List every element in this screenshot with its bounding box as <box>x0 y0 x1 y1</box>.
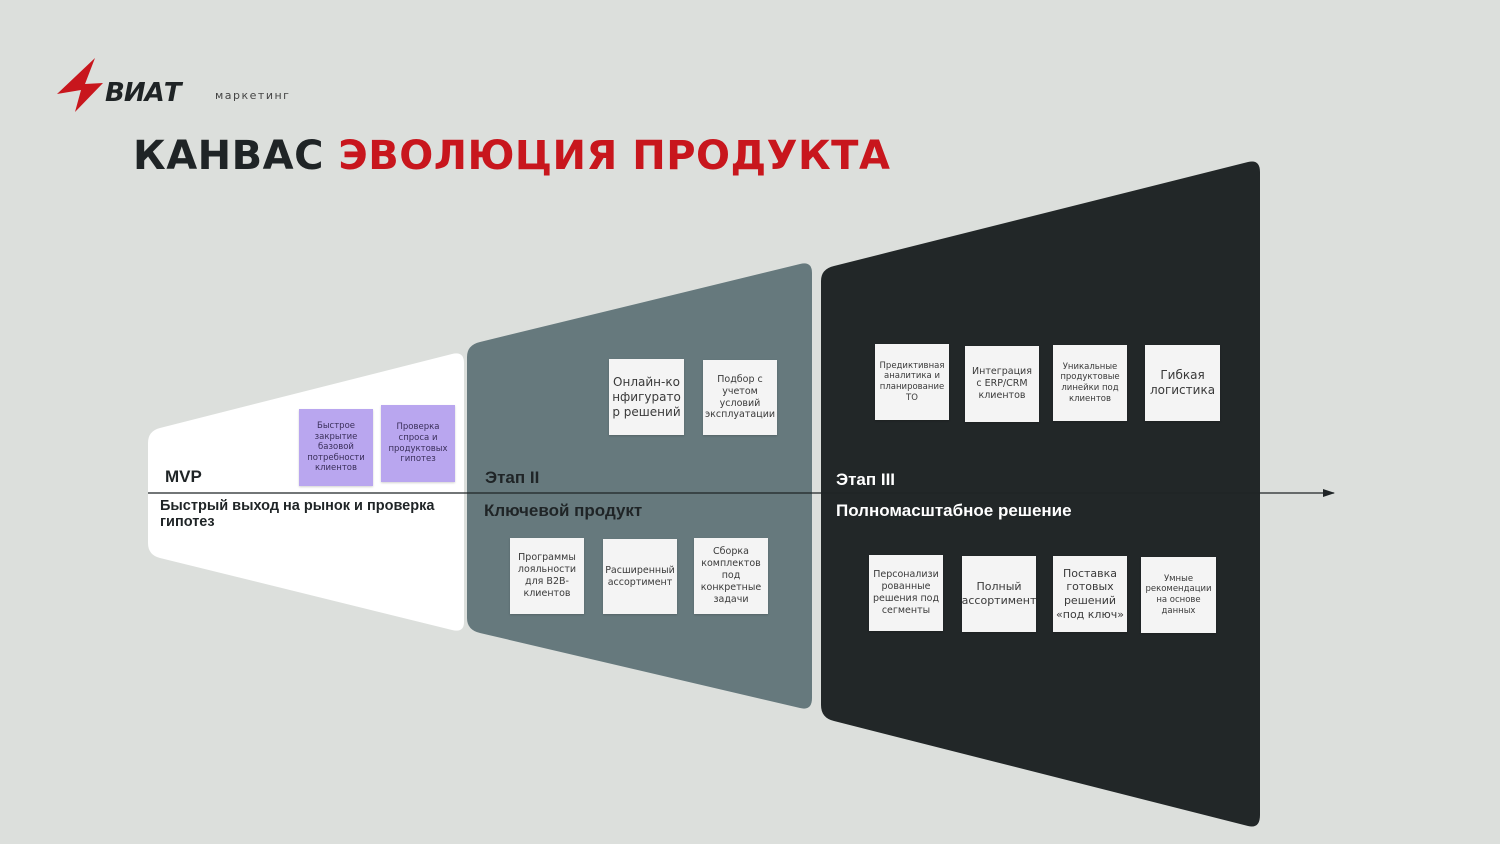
sticky-note: Онлайн-ко нфигурато р решений <box>609 359 684 435</box>
sticky-note: Предиктивная аналитика и планирование ТО <box>875 344 949 420</box>
title-part-dark: КАНВАС <box>133 133 324 179</box>
sticky-note: Поставка готовых решений «под ключ» <box>1053 556 1127 632</box>
sticky-note: Умные рекомендации на основе данных <box>1141 557 1216 633</box>
logo-wordmark: ВИАТ <box>105 78 181 108</box>
stage-mvp-name: MVP <box>165 467 202 486</box>
page-title: КАНВАС ЭВОЛЮЦИЯ ПРОДУКТА <box>133 133 890 179</box>
sticky-note: Сборка комплектов под конкретные задачи <box>694 538 768 614</box>
sticky-note: Полный ассортимент <box>962 556 1036 632</box>
stage-3-name: Этап III <box>836 470 896 489</box>
stage-2-name: Этап II <box>485 468 540 487</box>
sticky-note: Уникальные продуктовые линейки под клиен… <box>1053 345 1127 421</box>
sticky-note: Проверка спроса и продуктовых гипотез <box>381 405 455 482</box>
stage-3-shape <box>821 161 1260 827</box>
sticky-note: Расширенный ассортимент <box>603 539 677 614</box>
logo-subtitle: маркетинг <box>215 89 291 102</box>
title-part-red: ЭВОЛЮЦИЯ ПРОДУКТА <box>338 133 891 179</box>
sticky-note: Программы лояльности для B2B-клиентов <box>510 538 584 614</box>
sticky-note: Гибкая логистика <box>1145 345 1220 421</box>
stage-mvp-shape <box>148 353 464 631</box>
sticky-note: Быстрое закрытие базовой потребности кли… <box>299 409 373 486</box>
sticky-note: Интеграция с ERP/CRM клиентов <box>965 346 1039 422</box>
sticky-note: Персонализи рованные решения под сегмент… <box>869 555 943 631</box>
company-logo: ВИАТ маркетинг <box>55 56 315 116</box>
stage-3-description: Полномасштабное решение <box>836 501 1072 520</box>
stage-2-description: Ключевой продукт <box>484 501 643 520</box>
stage-mvp-description: Быстрый выход на рынок и проверка гипоте… <box>160 498 435 530</box>
sticky-note: Подбор с учетом условий эксплуатации <box>703 360 777 435</box>
logo-arrow-icon <box>57 58 103 112</box>
